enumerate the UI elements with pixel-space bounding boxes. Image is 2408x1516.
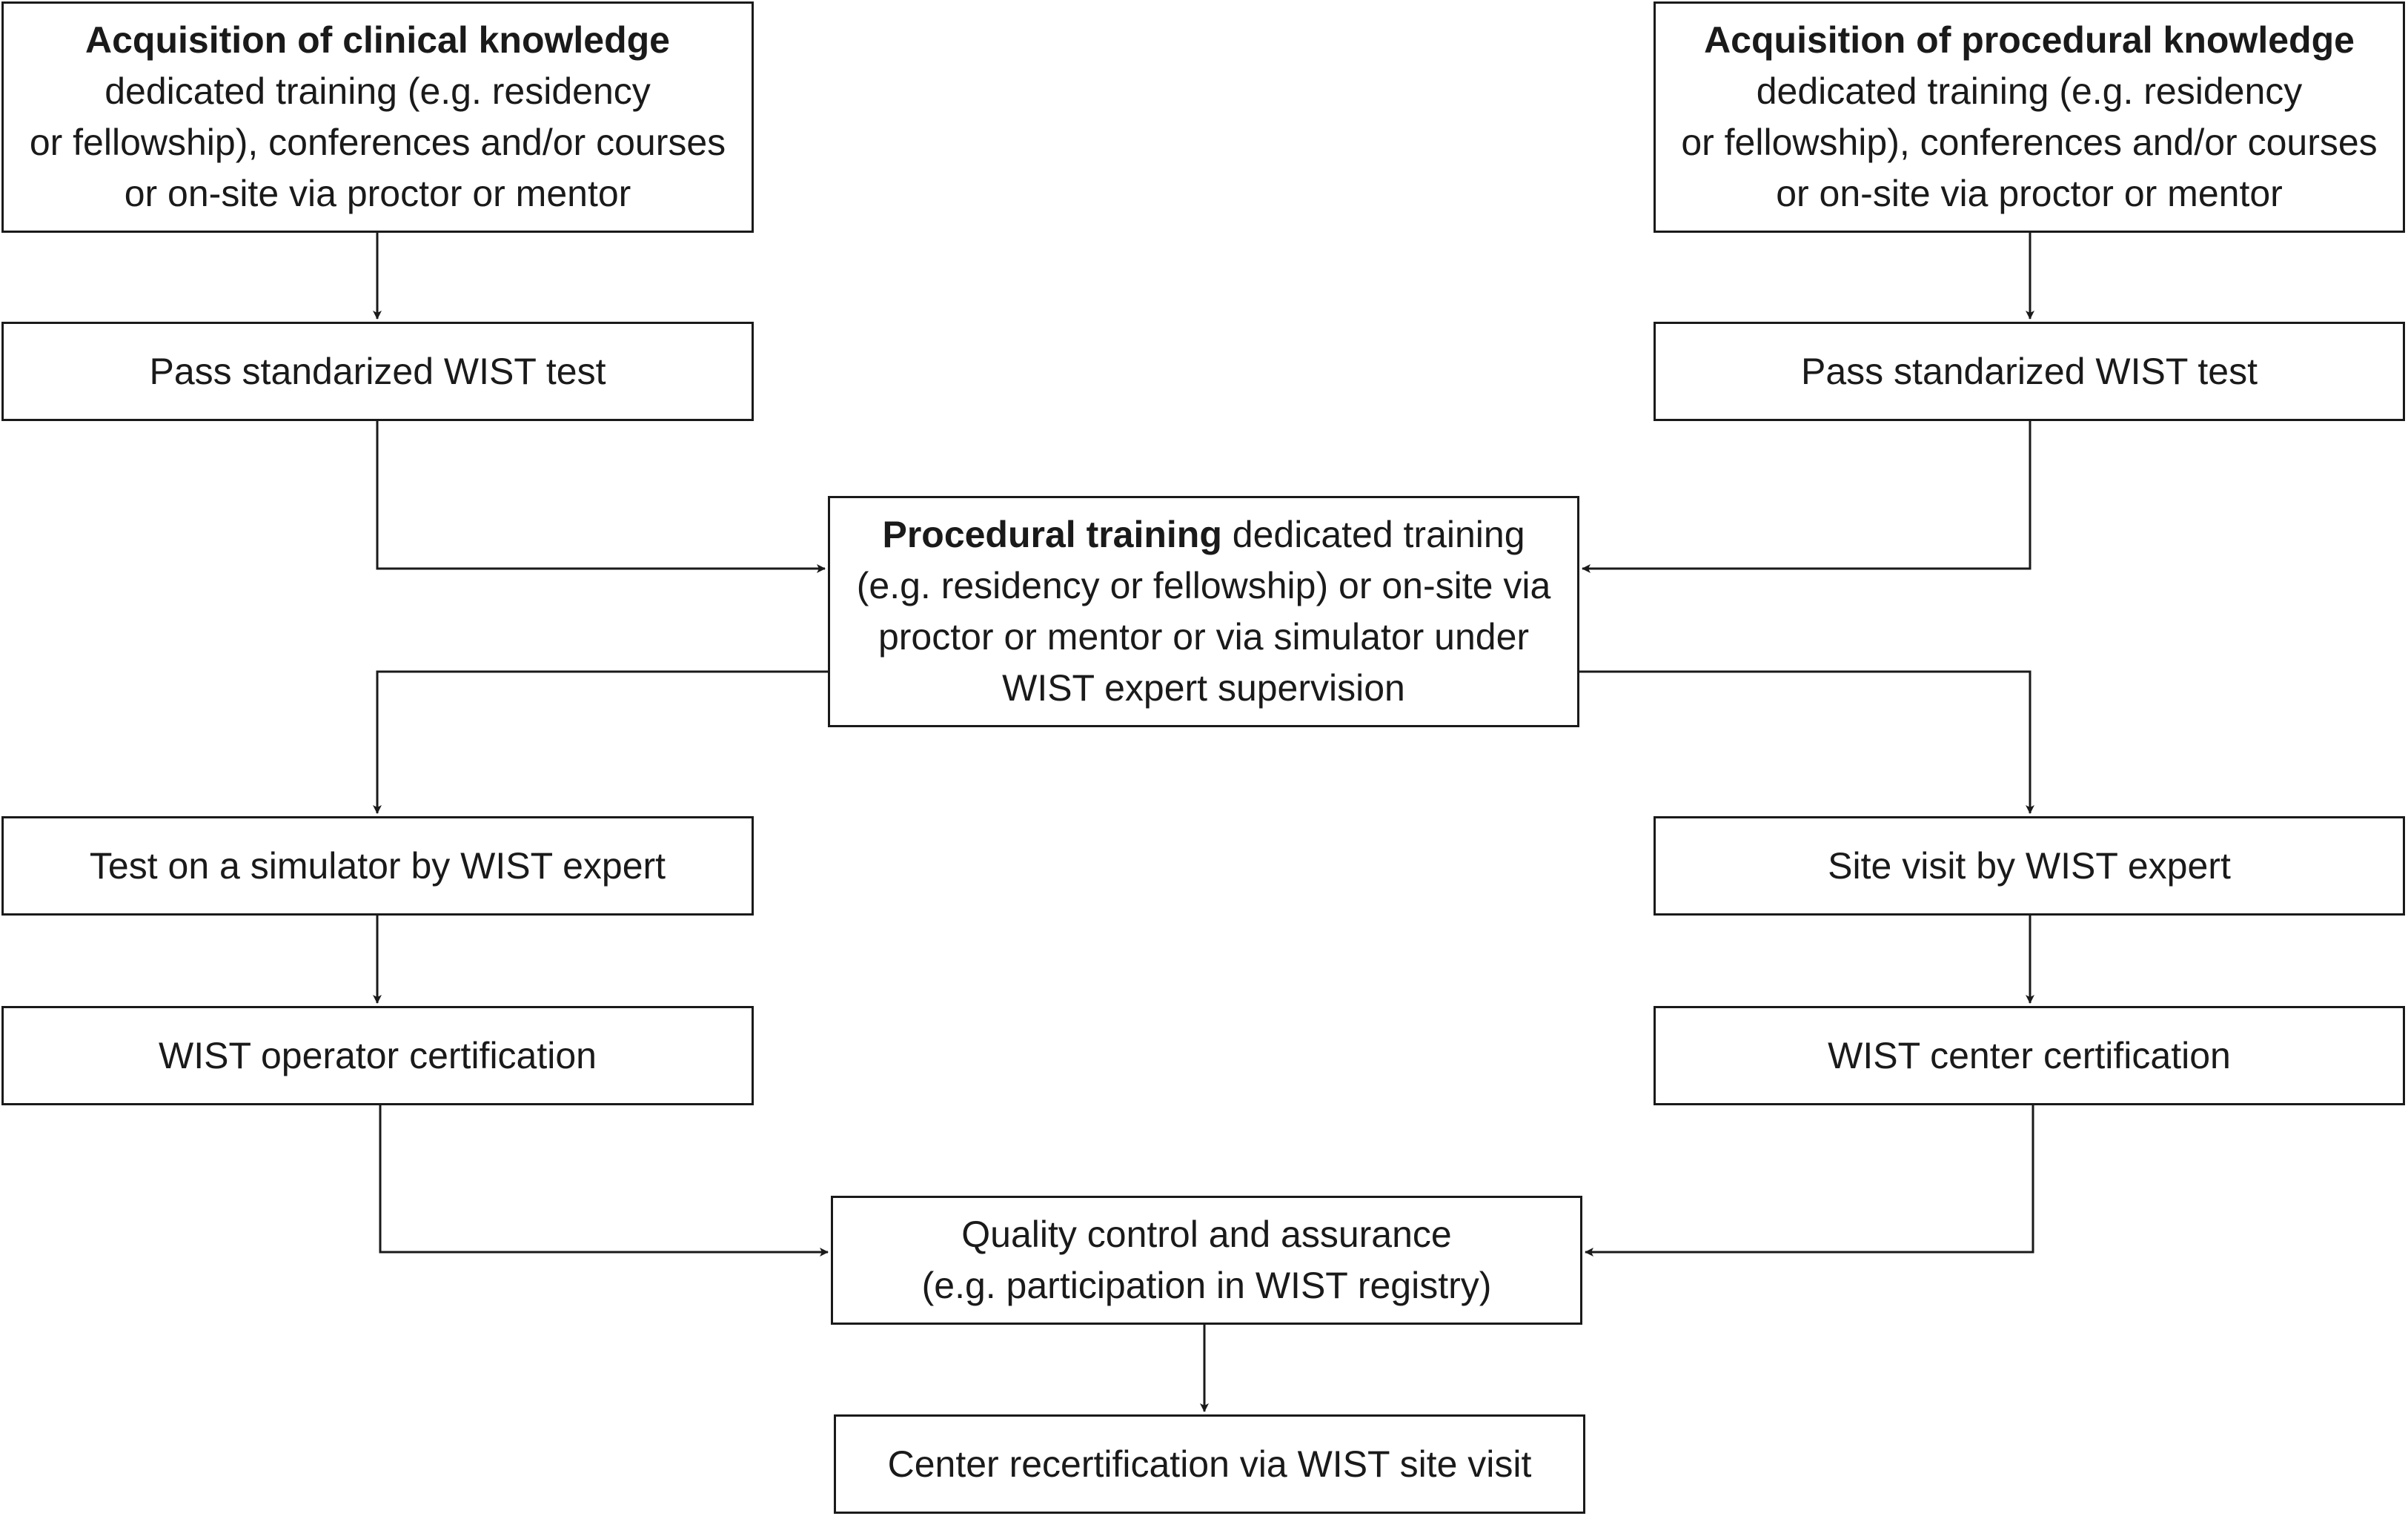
box-quality-control: Quality control and assurance (e.g. part… [831, 1196, 1582, 1325]
box-clinical-knowledge-line: dedicated training (e.g. residency [105, 70, 651, 112]
box-test-left: Pass standarized WIST test [1, 322, 754, 421]
box-site-visit: Site visit by WIST expert [1654, 816, 2405, 916]
box-procedural-training-line: proctor or mentor or via simulator under [878, 616, 1530, 658]
box-test-right-label: Pass standarized WIST test [1801, 350, 2258, 392]
box-center-certification-label: WIST center certification [1828, 1034, 2231, 1076]
box-procedural-training-title: Procedural training [882, 514, 1222, 555]
box-test-right: Pass standarized WIST test [1654, 322, 2405, 421]
box-procedural-training: Procedural training dedicated training (… [828, 496, 1579, 727]
box-center-recertification: Center recertification via WIST site vis… [834, 1414, 1585, 1514]
arrow-training-to-site-visit [1579, 670, 2034, 814]
box-clinical-knowledge-title: Acquisition of clinical knowledge [85, 19, 670, 61]
arrow-center-cert-to-quality [1585, 1105, 2034, 1257]
box-procedural-training-first-line: Procedural training dedicated training [882, 509, 1525, 560]
box-procedural-training-first-line-rest: dedicated training [1221, 514, 1525, 555]
box-clinical-knowledge-line: or fellowship), conferences and/or cours… [29, 122, 726, 163]
box-center-recertification-label: Center recertification via WIST site vis… [887, 1443, 1532, 1485]
box-operator-certification: WIST operator certification [1, 1006, 754, 1105]
box-procedural-training-line: WIST expert supervision [1002, 667, 1405, 709]
box-procedural-knowledge-title: Acquisition of procedural knowledge [1704, 19, 2355, 61]
arrow-operator-cert-to-quality [379, 1105, 829, 1257]
box-procedural-training-line: (e.g. residency or fellowship) or on-sit… [856, 565, 1551, 606]
box-center-certification: WIST center certification [1654, 1006, 2405, 1105]
box-quality-control-line: (e.g. participation in WIST registry) [921, 1265, 1492, 1306]
box-procedural-knowledge-line: dedicated training (e.g. residency [1756, 70, 2303, 112]
box-quality-control-line: Quality control and assurance [961, 1214, 1452, 1255]
box-procedural-knowledge-line: or on-site via proctor or mentor [1776, 173, 2283, 214]
box-procedural-knowledge: Acquisition of procedural knowledge dedi… [1654, 1, 2405, 233]
arrow-test-right-to-training [1582, 421, 2031, 573]
arrow-training-to-simulator-test [373, 670, 828, 814]
box-site-visit-label: Site visit by WIST expert [1828, 844, 2231, 887]
box-simulator-test: Test on a simulator by WIST expert [1, 816, 754, 916]
box-clinical-knowledge-line: or on-site via proctor or mentor [124, 173, 631, 214]
arrow-test-left-to-training [376, 421, 826, 573]
box-procedural-knowledge-line: or fellowship), conferences and/or cours… [1681, 122, 2378, 163]
box-simulator-test-label: Test on a simulator by WIST expert [89, 844, 666, 887]
box-test-left-label: Pass standarized WIST test [149, 350, 606, 392]
box-clinical-knowledge: Acquisition of clinical knowledge dedica… [1, 1, 754, 233]
box-operator-certification-label: WIST operator certification [159, 1034, 597, 1076]
